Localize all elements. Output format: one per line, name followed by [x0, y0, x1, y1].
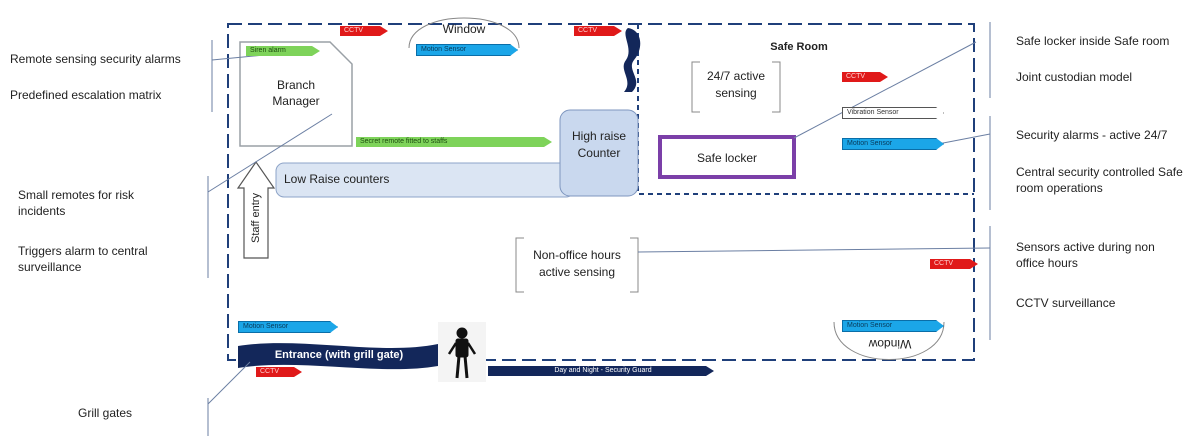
note-small-remotes: Small remotes for risk incidents — [18, 188, 135, 218]
siren-alarm-tag: Siren alarm — [246, 46, 320, 56]
note-remote-alarms: Remote sensing security alarms — [10, 52, 181, 66]
note-cctv-surveillance: CCTV surveillance — [1016, 296, 1116, 310]
window-bottom-arc — [833, 321, 945, 360]
cctv-tag-entrance: CCTV — [256, 367, 302, 377]
building-outline — [227, 23, 975, 361]
branch-manager-office — [239, 41, 353, 147]
motion-sensor-tag-window: Motion Sensor — [416, 44, 518, 56]
cctv-tag-top-left: CCTV — [340, 26, 388, 36]
safe-locker-box — [658, 135, 796, 179]
safe-locker-label: Safe locker — [696, 151, 758, 165]
note-triggers-alarm: Triggers alarm to central surveillance — [18, 244, 148, 274]
staff-entry-label: Staff entry — [250, 193, 262, 243]
non-office-bracket-right — [630, 237, 639, 293]
window-top-arc — [408, 17, 520, 49]
entrance-label: Entrance (with grill gate) — [274, 349, 404, 361]
note-grill-gates: Grill gates — [78, 406, 133, 420]
window-top-label: Window — [442, 22, 486, 36]
note-safe-locker-inside: Safe locker inside Safe room — [1016, 34, 1170, 48]
connector-security-alarms — [937, 133, 991, 145]
branch-manager-label: Branch Manager — [272, 78, 320, 108]
security-guard-tag: Day and Night - Security Guard — [488, 366, 714, 376]
non-office-sensing-label: Non-office hours active sensing — [533, 248, 621, 279]
vibration-sensor-tag: Vibration Sensor — [842, 107, 944, 119]
motion-sensor-tag-safe-room: Motion Sensor — [842, 138, 944, 150]
safe-room-door — [623, 28, 641, 92]
low-raise-counters-label: Low Raise counters — [284, 172, 390, 186]
active-sensing-label: 24/7 active sensing — [706, 69, 766, 100]
cctv-tag-right: CCTV — [930, 259, 978, 269]
connector-non-office — [637, 247, 991, 253]
note-security-alarms: Security alarms - active 24/7 — [1016, 128, 1168, 142]
sensing-bracket-right — [772, 61, 781, 113]
entrance-banner — [238, 343, 438, 370]
high-raise-counter — [559, 109, 639, 197]
note-sensors-non-office: Sensors active during non office hours — [1016, 240, 1155, 270]
staff-entry-arrow — [236, 160, 276, 259]
cctv-tag-safe-room: CCTV — [842, 72, 888, 82]
non-office-bracket-left — [515, 237, 524, 293]
connector-safe-locker — [793, 41, 977, 139]
motion-sensor-tag-window-bottom: Motion Sensor — [842, 320, 944, 332]
note-central-security: Central security controlled Safe room op… — [1016, 165, 1183, 195]
safe-room-title: Safe Room — [770, 41, 828, 53]
secret-remote-tag: Secret remote fitted to staffs — [356, 137, 552, 147]
safe-room-outline — [637, 24, 974, 195]
note-escalation-matrix: Predefined escalation matrix — [10, 88, 162, 102]
cctv-tag-top-middle: CCTV — [574, 26, 622, 36]
note-joint-custodian: Joint custodian model — [1016, 70, 1133, 84]
motion-sensor-tag-entrance: Motion Sensor — [238, 321, 338, 333]
window-bottom-label: Window — [868, 337, 912, 351]
high-raise-counter-label: High raise Counter — [571, 129, 627, 160]
connector-small-remotes — [207, 113, 333, 193]
connector-grill-gates — [207, 361, 251, 405]
security-guard-figure — [447, 327, 477, 379]
sensing-bracket-left — [691, 61, 700, 113]
